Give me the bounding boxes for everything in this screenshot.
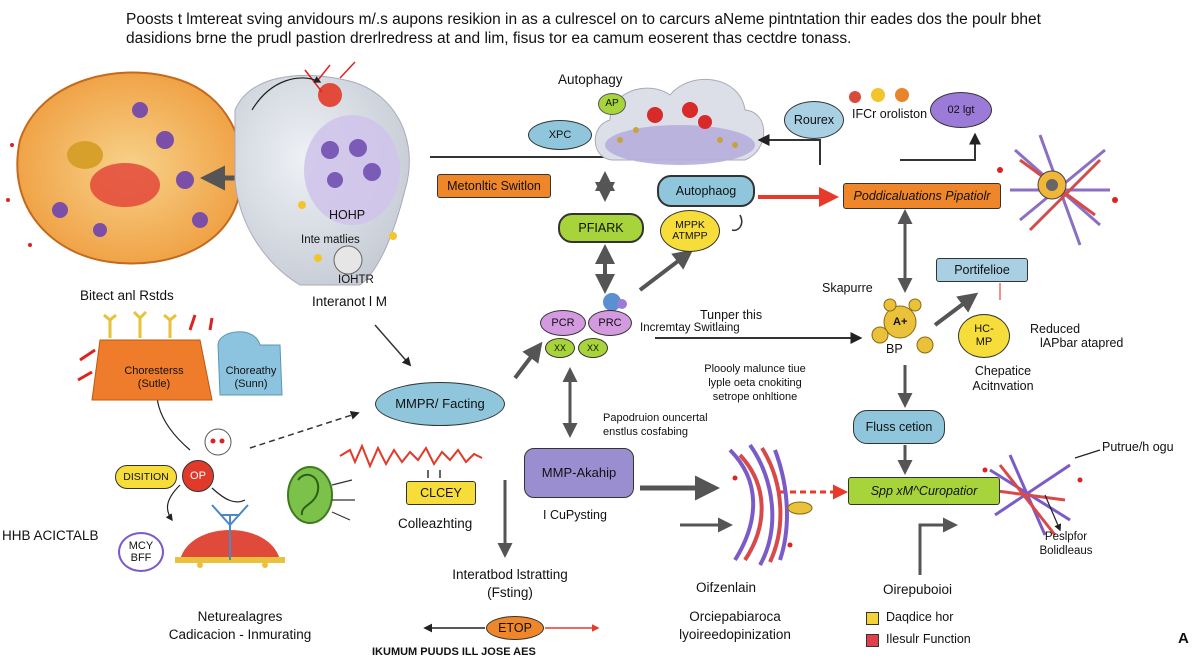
legend-label-1: Daqdice hor xyxy=(886,610,954,624)
autophagy-cloud-illustration xyxy=(594,79,765,165)
tissue-illustration-top xyxy=(997,134,1118,246)
papodruion-line-2: enstlus cosfabing xyxy=(603,426,688,438)
op-node: OP xyxy=(182,460,214,492)
a-plus-label: A+ xyxy=(893,316,908,328)
intro-paragraph: Poosts t lmtereat sving anvidours m/.s a… xyxy=(126,10,1086,48)
peslpfor-line-1: Peslpfor xyxy=(1044,531,1088,543)
xx-node-1: XX xyxy=(545,338,575,358)
oifzenlain-label: Oifzenlain xyxy=(696,580,757,595)
mcy-label: MCY xyxy=(128,540,154,552)
interatbod-line-1: Interatbod lstratting xyxy=(452,567,568,582)
ifcr-label: IFCr oroliston xyxy=(852,107,928,121)
hhb-label: HHB ACICTALB xyxy=(2,528,99,543)
intro-line-2: dasidions brne the prudl pastion drerlre… xyxy=(126,30,852,47)
papodruion-label-group: Papodruion ouncertal enstlus cosfabing xyxy=(603,411,708,439)
bff-label: BFF xyxy=(130,552,152,564)
fluss-cetion-box: Fluss cetion xyxy=(853,410,945,444)
interanot-label: Interanot l M xyxy=(312,294,388,309)
mppk-label: MPPK xyxy=(675,219,705,231)
xx-node-2: XX xyxy=(578,338,608,358)
legend-swatch-2 xyxy=(866,634,879,647)
autophag-box: Autophaog xyxy=(657,175,755,207)
head-illustration xyxy=(234,61,410,286)
roux-node: Rourex xyxy=(784,101,844,139)
cholesterol-2-line-2: (Sunn) xyxy=(234,378,268,390)
neture-line-2: Cadicacion - Inmurating xyxy=(168,627,312,642)
oirepuboioi-label: Oirepuboioi xyxy=(883,582,953,597)
legend-swatch-1 xyxy=(866,612,879,625)
tunper-label: Tunper this xyxy=(700,308,763,322)
mppk-node: MPPK ATMPP xyxy=(660,210,720,252)
skapurre-label: Skapurre xyxy=(822,281,873,295)
chepatice-line-1: Chepatice xyxy=(974,364,1032,378)
clcey-box: CLCEY xyxy=(406,481,476,505)
hohp-label: HOHP xyxy=(329,208,366,222)
orciepa-line-2: lyoireedopinization xyxy=(679,627,791,642)
chepatice-line-2: Acitnvation xyxy=(972,379,1034,393)
tissue-illustration-bottom xyxy=(728,443,813,566)
protein-coil-illustration xyxy=(287,466,355,524)
bitect-label: Bitect anl Rstds xyxy=(80,288,174,303)
neture-line-1: Neturealagres xyxy=(197,609,283,624)
interatbod-label-group: Interatbod lstratting (Fsting) xyxy=(430,566,590,602)
procolly-line-3: setrope onhltione xyxy=(712,391,798,403)
icupysting-label: I CuPysting xyxy=(543,508,607,522)
ap-node: AP xyxy=(598,93,626,115)
inter-matlies-label: Inte matlies xyxy=(301,234,360,246)
membrane-illustration xyxy=(175,504,285,568)
incremby-label: Incremtay Switlaing xyxy=(640,322,740,334)
puthre-label: Putrue/h ogu xyxy=(1102,440,1174,454)
interatbod-line-2: (Fsting) xyxy=(487,585,533,600)
cholesterol-label-2: Choreathy (Sunn) xyxy=(220,365,282,391)
cholesterol-2-line-1: Choreathy xyxy=(225,365,277,377)
papodruion-line-1: Papodruion ouncertal xyxy=(603,412,708,424)
receptor-illustration xyxy=(77,310,283,401)
corner-label: A xyxy=(1178,630,1189,647)
mcy-bff-node: MCY BFF xyxy=(118,532,164,572)
bottom-cut-label: IKUMUM PUUDS ILL JOSE AES xyxy=(372,646,536,658)
mmp-akahip-box: MMP-Akahip xyxy=(524,448,634,498)
metabolic-switch-box: Metonltic Switlon xyxy=(437,174,551,198)
procolly-label-group: Ploooly malunce tiue lyple oeta cnokitin… xyxy=(690,362,820,404)
spp-box: Spp xM^Curopatior xyxy=(848,477,1000,505)
disstion-box: DISITION xyxy=(115,465,177,489)
portifetioe-box: Portifelioe xyxy=(936,258,1028,282)
procolly-line-1: Ploooly malunce tiue xyxy=(704,363,806,375)
orciepa-label-group: Orciepabiaroca lyoireedopinization xyxy=(660,608,810,644)
tissue-illustration-right xyxy=(982,449,1101,536)
signal-waveform xyxy=(339,443,483,478)
reduced-label: Reduced xyxy=(1030,322,1081,336)
chepatice-activation-label: Chepatice Acitnvation xyxy=(948,364,1058,394)
legend-label-2: Ilesulr Function xyxy=(886,632,971,646)
neture-label-group: Neturealagres Cadicacion - Inmurating xyxy=(150,608,330,644)
hc-mp-node: HC- MP xyxy=(958,314,1010,358)
lapbar-label: lAPbar atapred xyxy=(1040,336,1124,350)
intro-line-1: Poosts t lmtereat sving anvidours m/.s a… xyxy=(126,11,1041,28)
prc-node: PRC xyxy=(588,310,632,336)
peslpfor-label-group: Peslpfor Bolidleaus xyxy=(1030,530,1102,558)
pfiark-box: PFIARK xyxy=(558,213,644,243)
xpc-node: XPC xyxy=(528,120,592,150)
pcr-node: PCR xyxy=(540,310,586,336)
peslpfor-line-2: Bolidleaus xyxy=(1039,545,1093,557)
orciepa-line-1: Orciepabiaroca xyxy=(689,609,781,624)
bp-label: BP xyxy=(886,342,903,356)
autophagy-label: Autophagy xyxy=(558,72,623,87)
production-pipeline-box: Poddicaluations Pipatiolr xyxy=(843,183,1001,209)
colleazhing-label: Colleazhting xyxy=(398,516,473,531)
ifcr-bubble: 02 lgt xyxy=(930,92,992,128)
atmpp-label: ATMPP xyxy=(672,230,708,242)
molecule-illustration xyxy=(871,298,934,354)
iohtr-label: IOHTR xyxy=(338,274,374,286)
etop-node: ETOP xyxy=(486,616,544,640)
cholesterol-1-line-2: (Sutle) xyxy=(137,378,171,390)
cholesterol-label-1: Choresterss (Sutle) xyxy=(104,365,204,391)
cell-illustration xyxy=(6,71,244,265)
procolly-line-2: lyple oeta cnokiting xyxy=(708,377,802,389)
mmpr-facting-node: MMPR/ Facting xyxy=(375,382,505,426)
cholesterol-1-line-1: Choresterss xyxy=(124,365,184,377)
